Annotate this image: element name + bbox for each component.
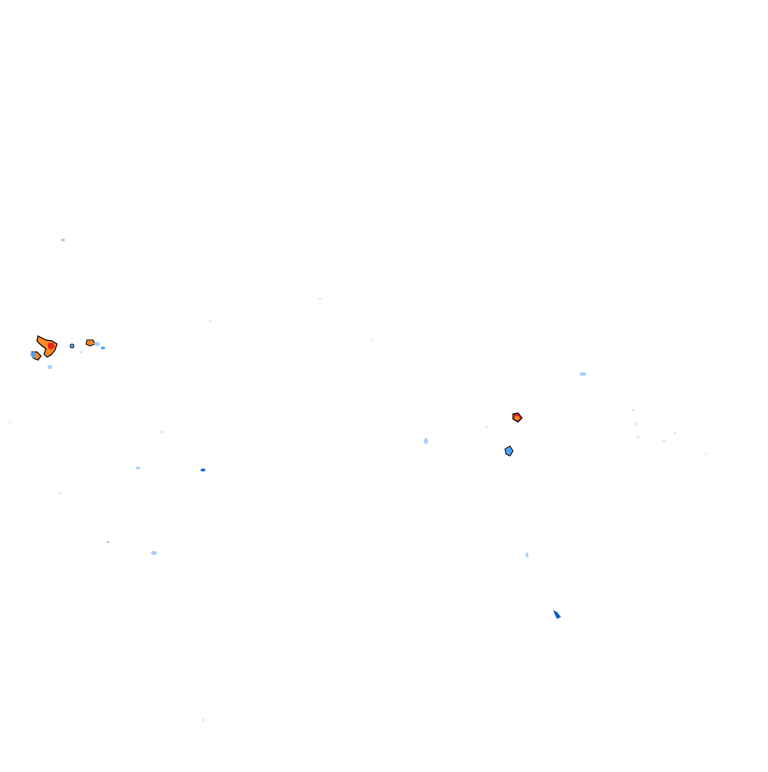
echo-speck bbox=[160, 431, 164, 433]
echo-speck bbox=[705, 453, 707, 455]
echo-speck bbox=[486, 426, 488, 428]
precip-echo-orange-left-3 bbox=[85, 339, 96, 347]
echo-speck bbox=[371, 339, 373, 341]
precip-echo-blue-left-3 bbox=[101, 346, 105, 350]
echo-speck bbox=[525, 552, 529, 558]
echo-speck bbox=[579, 372, 587, 376]
echo-speck bbox=[209, 320, 211, 322]
echo-speck bbox=[662, 439, 666, 443]
echo-speck bbox=[136, 466, 140, 470]
echo-speck bbox=[58, 492, 62, 494]
precip-echo-blue-right bbox=[504, 445, 514, 457]
precip-echo-light-left-2 bbox=[79, 350, 83, 354]
precip-echo-red-left bbox=[48, 343, 55, 350]
echo-speck bbox=[634, 422, 638, 426]
echo-speck bbox=[61, 238, 65, 242]
echo-speck bbox=[424, 438, 428, 444]
precip-echo-orange-left bbox=[36, 335, 58, 358]
precip-echo-small-left bbox=[69, 343, 75, 349]
precip-cell-left-major bbox=[30, 335, 105, 369]
echo-speck bbox=[318, 298, 322, 300]
precip-echo-orange-right bbox=[514, 416, 520, 420]
echo-speck bbox=[106, 541, 110, 543]
echo-speck bbox=[9, 421, 11, 423]
echo-speck bbox=[631, 408, 635, 412]
echo-speck bbox=[202, 718, 204, 722]
echo-speck bbox=[553, 610, 561, 619]
echo-speck bbox=[151, 551, 157, 555]
precip-echo-blue-left bbox=[30, 351, 36, 359]
precip-echo-blue-left-2 bbox=[94, 342, 100, 346]
precip-scattered-echoes bbox=[9, 238, 707, 722]
precip-echo-light-left bbox=[47, 365, 53, 369]
precip-cell-right-major bbox=[504, 412, 523, 457]
echo-speck bbox=[673, 432, 677, 434]
echo-speck bbox=[200, 468, 206, 472]
echo-speck bbox=[636, 435, 640, 439]
